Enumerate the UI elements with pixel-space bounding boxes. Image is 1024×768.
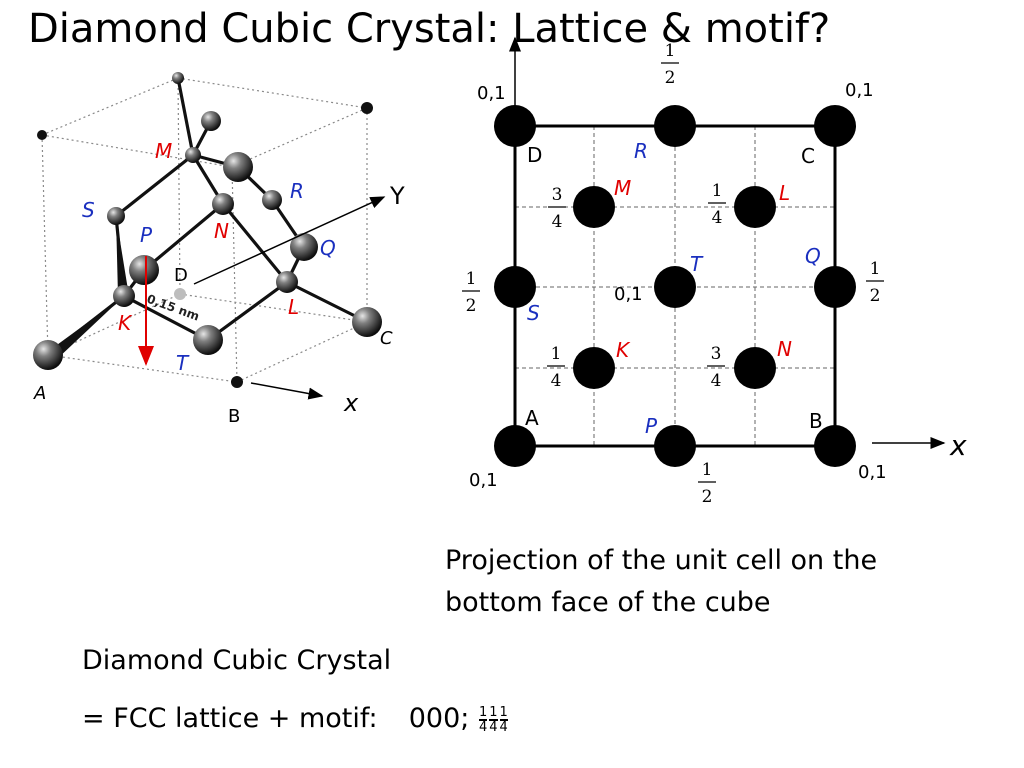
proj-atom-T: [654, 266, 696, 308]
proj-atom-K: [573, 347, 615, 389]
frac-L-den: 4: [712, 208, 723, 228]
corner-C: C: [801, 144, 815, 168]
proj-label-L: L: [779, 181, 790, 205]
proj-label-T: T: [690, 252, 704, 276]
height-B: 0,1: [858, 462, 887, 483]
frac-M-den: 4: [552, 212, 563, 232]
proj-atom-N: [734, 347, 776, 389]
proj-label-N: N: [777, 337, 792, 361]
axis-label-x: x: [343, 389, 359, 417]
label-M: M: [155, 139, 172, 163]
proj-atom-A: [494, 425, 536, 467]
label-C: C: [380, 328, 393, 349]
bond-wedge: [116, 216, 128, 296]
summary-motif-origin: 000;: [408, 703, 470, 734]
frac-left-den: 2: [466, 296, 477, 316]
proj-atom-D: [494, 105, 536, 147]
proj-atom-Q: [814, 266, 856, 308]
atom-top-corner: [172, 72, 184, 84]
atom-face-front: [223, 152, 253, 182]
frac-K-num: 1: [551, 344, 562, 364]
axis-label-x-projection: x: [949, 429, 967, 462]
label-D: D: [174, 265, 188, 286]
label-N: N: [214, 219, 229, 243]
summary-lattice-text: = FCC lattice + motif:: [82, 703, 378, 734]
corner-B: B: [809, 409, 823, 433]
frac-bottom-num: 1: [702, 460, 713, 480]
height-center: 0,1: [614, 284, 643, 305]
label-Q: Q: [320, 236, 336, 260]
atom-P: [129, 255, 159, 285]
frac-L-num: 1: [712, 181, 723, 201]
frac-N-den: 4: [711, 371, 722, 391]
label-R: R: [290, 179, 304, 203]
label-K: K: [118, 311, 133, 335]
proj-atom-M: [573, 186, 615, 228]
frac-left-num: 1: [466, 269, 477, 289]
proj-label-P: P: [645, 414, 658, 438]
proj-label-K: K: [616, 338, 631, 362]
frac-top-den: 2: [665, 68, 676, 88]
proj-atom-L: [734, 186, 776, 228]
atom-L: [276, 271, 298, 293]
atom-T: [193, 325, 223, 355]
frac-K-den: 4: [551, 371, 562, 391]
frac-bottom-den: 2: [702, 487, 713, 507]
height-C: 0,1: [845, 80, 874, 101]
atom-D: [174, 288, 186, 300]
cube-3d: 0,15 nm M N L K S P R Q T A C B D Y x: [33, 72, 405, 427]
y-axis-arrow: [193, 196, 386, 285]
proj-label-M: M: [614, 176, 631, 200]
label-S: S: [82, 198, 95, 222]
atom-corner-top-left: [37, 130, 47, 140]
label-B: B: [228, 406, 240, 427]
atom-M: [185, 147, 201, 163]
bond-length-label: 0,15 nm: [145, 292, 201, 324]
atom-C: [352, 307, 382, 337]
atom-N: [212, 193, 234, 215]
corner-A: A: [525, 406, 539, 430]
proj-atom-P: [654, 425, 696, 467]
projection-caption: Projection of the unit cell on the botto…: [445, 545, 878, 618]
corner-D: D: [527, 143, 542, 167]
frac-M-num: 3: [552, 185, 563, 205]
label-L: L: [288, 295, 299, 319]
x-axis-arrow: [250, 382, 324, 400]
frac-right-den: 2: [870, 286, 881, 306]
proj-label-Q: Q: [805, 244, 821, 268]
proj-atom-B: [814, 425, 856, 467]
projection-diagram: 0,1 0,1 0,1 0,1 0,1 A B C D x M L K N R …: [462, 36, 967, 507]
atom-R: [262, 190, 282, 210]
label-P: P: [140, 223, 153, 247]
atom-face-top: [201, 111, 221, 131]
slide-title: Diamond Cubic Crystal: Lattice & motif?: [28, 6, 831, 52]
height-D: 0,1: [477, 83, 506, 104]
label-A: A: [33, 383, 46, 404]
label-T: T: [176, 351, 190, 375]
frac-right-num: 1: [870, 259, 881, 279]
frac-N-num: 3: [711, 344, 722, 364]
proj-label-R: R: [634, 139, 648, 163]
bond-wedge: [50, 296, 124, 360]
atom-K: [113, 285, 135, 307]
proj-atom-R: [654, 105, 696, 147]
atom-S: [107, 207, 125, 225]
proj-atom-C: [814, 105, 856, 147]
atom-A: [33, 340, 63, 370]
axis-label-y: Y: [389, 182, 405, 210]
summary-line-1: Diamond Cubic Crystal: [82, 645, 392, 676]
proj-atom-S: [494, 266, 536, 308]
atom-Q: [290, 233, 318, 261]
atom-corner-back-right: [361, 102, 373, 114]
height-A: 0,1: [469, 470, 498, 491]
proj-label-S: S: [527, 301, 540, 325]
atom-B: [231, 376, 243, 388]
frac-top-num: 1: [665, 41, 676, 61]
